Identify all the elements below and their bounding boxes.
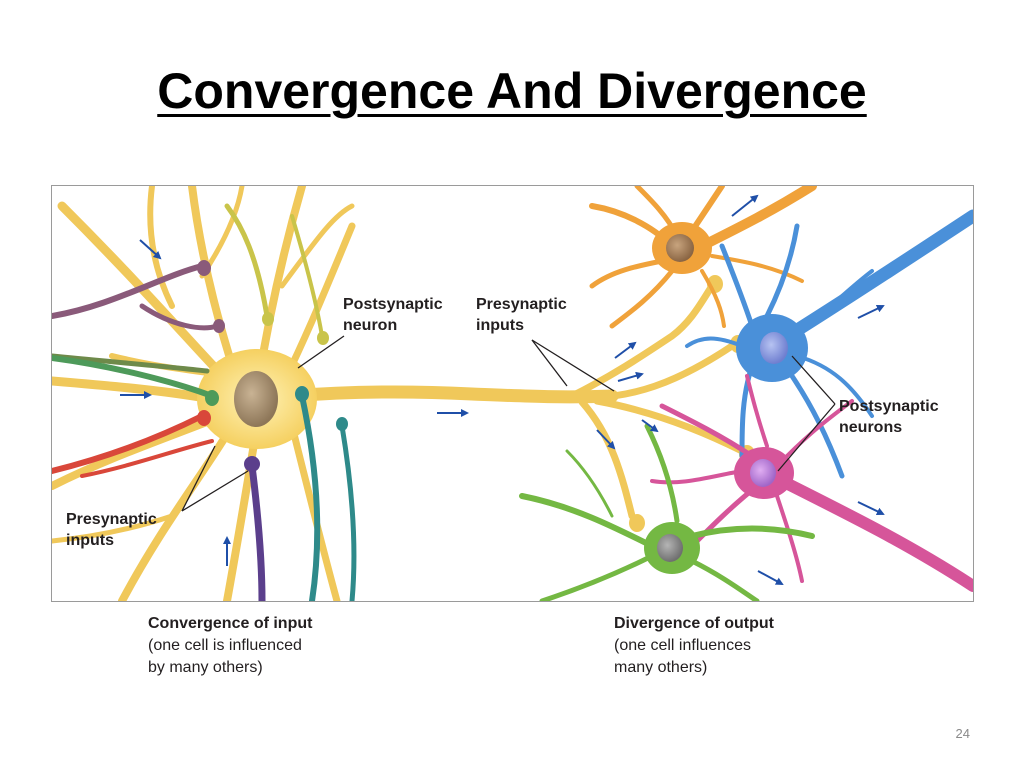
arrow-icon (614, 341, 637, 359)
orange-neuron (589, 186, 817, 329)
arrow-icon (731, 194, 759, 217)
leader-lines (181, 335, 836, 512)
caption-divergence-heading: Divergence of output (614, 615, 775, 632)
green-nucleus (657, 534, 683, 562)
caption-divergence: Divergence of output (one cell influence… (614, 613, 774, 679)
label-presynaptic-inputs-left: Presynaptic inputs (66, 511, 157, 549)
caption-convergence: Convergence of input (one cell is influe… (148, 613, 312, 679)
arrow-icon (641, 419, 659, 433)
axon-terminal-4 (629, 514, 645, 532)
arrow-icon (757, 570, 784, 585)
caption-convergence-body: (one cell is influenced by many others) (148, 637, 302, 676)
presynaptic-axons-left (52, 203, 357, 601)
page-number: 24 (955, 726, 970, 741)
slide-title: Convergence And Divergence (157, 63, 867, 119)
signal-arrows (120, 194, 885, 585)
caption-convergence-heading: Convergence of input (148, 615, 313, 632)
neuron-diagram: Postsynaptic neuron Presynaptic inputs P… (51, 185, 974, 602)
arrow-icon (857, 501, 885, 516)
arrow-icon (139, 239, 162, 260)
blue-nucleus (760, 332, 788, 364)
label-postsynaptic-neuron: Postsynaptic neuron (343, 296, 443, 334)
arrow-icon (596, 429, 616, 450)
orange-nucleus (666, 234, 694, 262)
caption-divergence-body: (one cell influences many others) (614, 637, 751, 676)
label-presynaptic-inputs-center: Presynaptic inputs (476, 296, 567, 334)
central-nucleus (234, 371, 278, 427)
presynaptic-terminals-left (197, 260, 348, 472)
pink-nucleus (750, 459, 776, 487)
arrow-icon (857, 304, 885, 319)
green-neuron (519, 423, 815, 601)
label-postsynaptic-neurons: Postsynaptic neurons (839, 398, 939, 436)
arrow-icon (617, 371, 644, 382)
neuron-illustration (52, 186, 973, 601)
